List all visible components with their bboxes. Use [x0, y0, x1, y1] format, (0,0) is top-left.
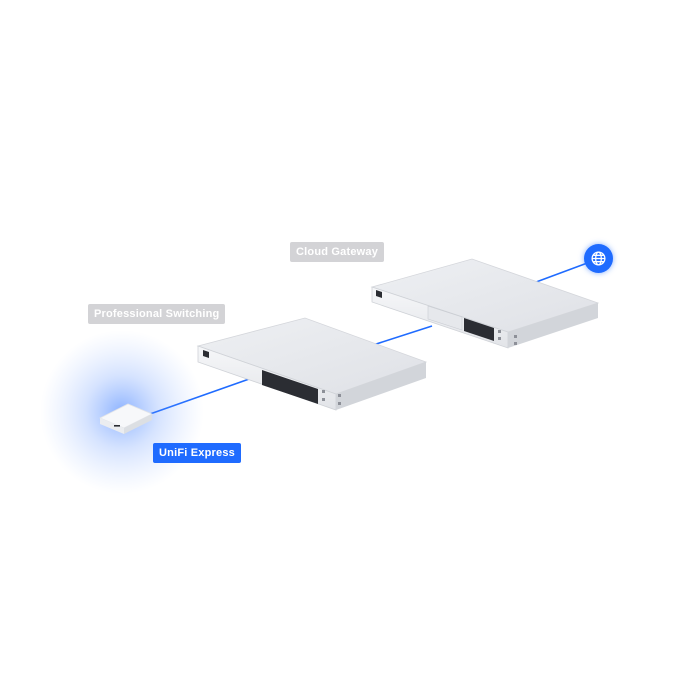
internet-node	[584, 244, 613, 273]
cloud-gateway-device	[370, 258, 600, 349]
gateway-port-block	[464, 318, 494, 341]
unifi-express-label: UniFi Express	[153, 443, 241, 463]
globe-icon	[591, 251, 606, 266]
unifi-express-device	[40, 330, 204, 494]
link-switch-gateway	[369, 325, 433, 347]
switch-device	[196, 317, 428, 411]
switch-port-block	[262, 370, 318, 404]
professional-switching-label: Professional Switching	[88, 304, 226, 324]
cloud-gateway-label: Cloud Gateway	[290, 242, 385, 262]
